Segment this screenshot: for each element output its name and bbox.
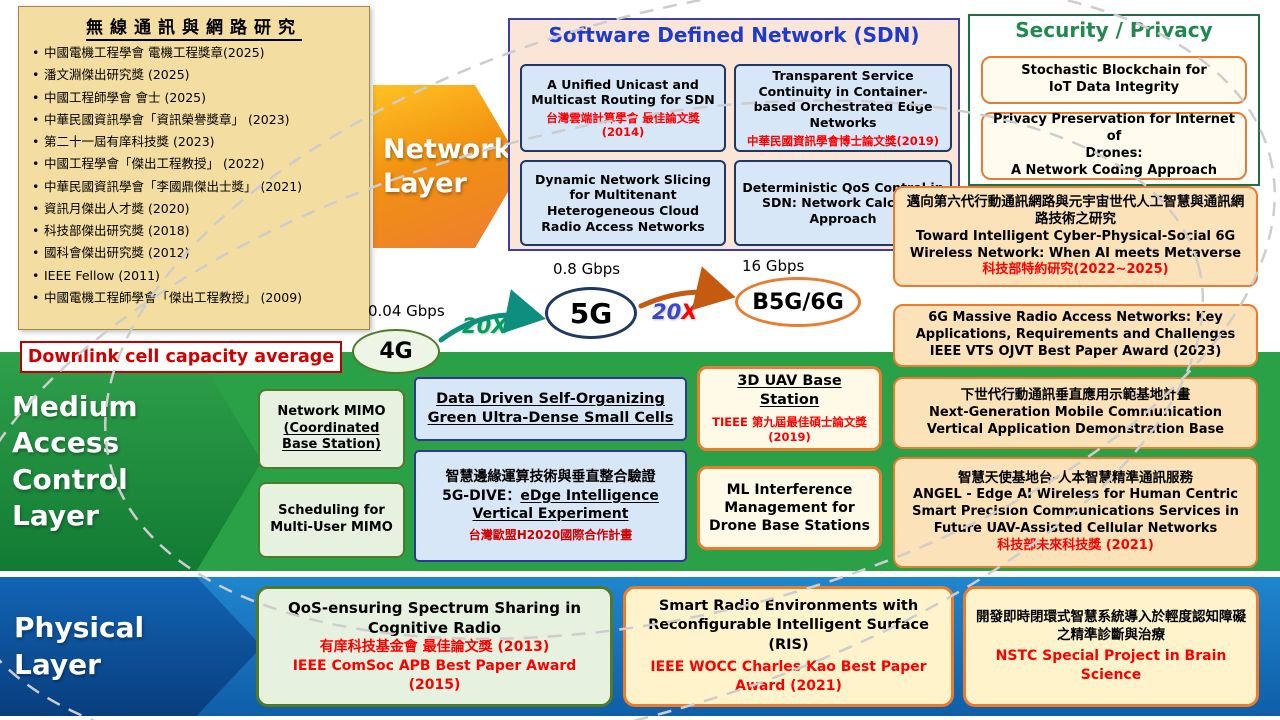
project-title-zh: 下世代行動通訊垂直應用示範基地計畫 xyxy=(960,387,1191,404)
project-title-en: 6G Massive Radio Access Networks: Key Ap… xyxy=(915,310,1236,343)
award-item: 第二十一屆有庠科技獎 (2023) xyxy=(29,131,359,154)
security-box-line: Drones: xyxy=(1085,146,1143,161)
physical-layer-label-line1: Physical xyxy=(14,611,145,645)
box-title-zh: 開發即時閉環式智慧系統導入於輕度認知障礙之精準診斷與治療 xyxy=(976,608,1246,644)
security-box-blockchain: Stochastic Blockchain for IoT Data Integ… xyxy=(981,56,1247,104)
box-brain-science: 開發即時閉環式智慧系統導入於輕度認知障礙之精準診斷與治療 NSTC Specia… xyxy=(963,586,1259,707)
downlink-capacity-caption: Downlink cell capacity average xyxy=(20,341,342,373)
mac-layer-label-line3: Control xyxy=(12,462,128,496)
box-line: Network MIMO xyxy=(277,403,386,419)
speed-label-b5g6g: 16 Gbps xyxy=(742,257,805,275)
sdn-box-title: A Unified Unicast and Multicast Routing … xyxy=(531,76,715,108)
box-line: Scheduling for Multi-User MIMO xyxy=(270,503,393,535)
box-edge-intelligence-5g-dive: 智慧邊緣運算技術與垂直整合驗證 5G-DIVE：eDge Intelligenc… xyxy=(414,450,687,562)
security-box-line: Stochastic Blockchain for xyxy=(1021,63,1207,79)
sdn-box-title: Transparent Service Continuity in Contai… xyxy=(753,68,933,130)
multiplier-x: X xyxy=(681,300,698,324)
box-3d-uav-base-station: 3D UAV Base Station TIEEE 第九屆最佳碩士論文獎 (20… xyxy=(697,366,882,451)
bubble-4g: 4G xyxy=(352,329,440,374)
box-data-driven-small-cells: Data Driven Self-Organizing Green Ultra-… xyxy=(414,377,687,441)
project-award: 科技部未來科技獎 (2021) xyxy=(997,538,1154,554)
sdn-box-title: Dynamic Network Slicing for Multitenant … xyxy=(535,171,711,234)
bubble-b5g6g: B5G/6G xyxy=(735,277,861,327)
project-box-vertical-demo-base: 下世代行動通訊垂直應用示範基地計畫 Next-Generation Mobile… xyxy=(893,377,1258,449)
award-item: 中國電機工程師學會「傑出工程教授」 (2009) xyxy=(29,287,359,310)
sdn-box-network-slicing: Dynamic Network Slicing for Multitenant … xyxy=(520,160,726,246)
speed-label-5g: 0.8 Gbps xyxy=(553,260,621,278)
award-item: 中華民國資訊學會「資訊榮譽獎章」 (2023) xyxy=(29,109,359,132)
awards-panel-title: 無線通訊與網路研究 xyxy=(29,13,359,41)
network-layer-arrow: Network Layer xyxy=(373,85,523,248)
security-box-line: IoT Data Integrity xyxy=(1048,80,1180,95)
project-title-en: Next-Generation Mobile Communication Ver… xyxy=(926,404,1225,437)
award-item: IEEE Fellow (2011) xyxy=(29,265,359,288)
awards-panel: 無線通訊與網路研究 中國電機工程學會 電機工程獎章(2025) 潘文淵傑出研究獎… xyxy=(18,6,370,330)
box-award: TIEEE 第九屆最佳碩士論文獎 (2019) xyxy=(712,414,867,444)
box-line-underlined: (Coordinated Base Station) xyxy=(282,420,381,453)
box-qos-spectrum-sharing: QoS-ensuring Spectrum Sharing in Cogniti… xyxy=(256,586,613,707)
box-ml-interference-drone: ML Interference Management for Drone Bas… xyxy=(697,466,882,550)
mac-layer-label-line2: Access xyxy=(12,426,120,460)
physical-layer-label-line2: Layer xyxy=(14,647,101,681)
box-scheduling-mu-mimo: Scheduling for Multi-User MIMO xyxy=(258,482,405,558)
multiplier-num: 20 xyxy=(652,300,682,324)
award-item: 科技部傑出研究獎 (2018) xyxy=(29,220,359,243)
security-panel-title: Security / Privacy xyxy=(1015,18,1213,42)
security-box-privacy-drones: Privacy Preservation for Internet of Dro… xyxy=(981,112,1247,180)
project-award: 科技部特約研究(2022~2025) xyxy=(982,262,1169,278)
award-item: 中華民國資訊學會「李國鼎傑出士獎」 (2021) xyxy=(29,176,359,199)
box-title-zh: 智慧邊緣運算技術與垂直整合驗證 xyxy=(445,469,656,486)
award-item: 潘文淵傑出研究獎 (2025) xyxy=(29,64,359,87)
awards-panel-title-text: 無線通訊與網路研究 xyxy=(86,18,302,41)
box-smart-radio-ris: Smart Radio Environments with Reconfigur… xyxy=(623,586,954,707)
box-network-mimo: Network MIMO (Coordinated Base Station) xyxy=(258,389,405,469)
box-award: IEEE ComSoc APB Best Paper Award (2015) xyxy=(292,658,577,694)
award-item: 國科會傑出研究獎 (2012) xyxy=(29,242,359,265)
box-title-underlined: Data Driven Self-Organizing Green Ultra-… xyxy=(427,391,674,426)
awards-list: 中國電機工程學會 電機工程獎章(2025) 潘文淵傑出研究獎 (2025) 中國… xyxy=(29,42,359,309)
box-award: IEEE WOCC Charles Kao Best Paper Award (… xyxy=(650,659,927,695)
box-title: QoS-ensuring Spectrum Sharing in Cogniti… xyxy=(287,598,582,638)
project-box-angel-uav: 智慧天使基地台-人本智慧精準通訊服務 ANGEL - Edge AI Wirel… xyxy=(893,457,1258,568)
sdn-panel-title: Software Defined Network (SDN) xyxy=(548,23,920,47)
award-item: 資訊月傑出人才獎 (2020) xyxy=(29,198,359,221)
security-privacy-panel: Security / Privacy Stochastic Blockchain… xyxy=(968,14,1260,186)
award-item: 中國工程學會「傑出工程教授」 (2022) xyxy=(29,153,359,176)
multiplier-20x-first: 20X xyxy=(462,314,508,338)
box-title: Smart Radio Environments with Reconfigur… xyxy=(648,597,929,653)
award-item: 中國工程師學會 會士 (2025) xyxy=(29,87,359,110)
box-award: NSTC Special Project in Brain Science xyxy=(995,648,1227,684)
project-box-6g-metaverse: 邁向第六代行動通訊網路與元宇宙世代人工智慧與通訊網路技術之研究 Toward I… xyxy=(893,186,1258,287)
bubble-5g: 5G xyxy=(545,287,637,339)
sdn-box-award: 中華民國資訊學會博士論文獎(2019) xyxy=(746,133,940,148)
sdn-box-award: 台灣雲端計算學會 最佳論文獎(2014) xyxy=(546,110,700,140)
network-layer-label-line2: Layer xyxy=(383,167,467,199)
sdn-box-service-continuity: Transparent Service Continuity in Contai… xyxy=(734,64,952,152)
box-award: 有庠科技基金會 最佳論文獎 (2013) xyxy=(319,639,550,656)
project-box-6g-massive-ran: 6G Massive Radio Access Networks: Key Ap… xyxy=(893,304,1258,367)
project-title-zh: 邁向第六代行動通訊網路與元宇宙世代人工智慧與通訊網路技術之研究 xyxy=(906,193,1245,228)
box-title: ML Interference Management for Drone Bas… xyxy=(709,481,870,535)
box-title-underlined: 3D UAV Base Station xyxy=(737,373,842,409)
project-title-zh: 智慧天使基地台-人本智慧精準通訊服務 xyxy=(957,469,1194,486)
sdn-box-unified-routing: A Unified Unicast and Multicast Routing … xyxy=(520,64,726,152)
security-box-line: Privacy Preservation for Internet of xyxy=(992,112,1236,145)
box-title-en: 5G-DIVE：eDge Intelligence Vertical Exper… xyxy=(422,487,679,523)
network-layer-label-line1: Network xyxy=(383,133,512,165)
box-award: 台灣歐盟H2020國際合作計畫 xyxy=(468,527,633,542)
project-title-en: Toward Intelligent Cyber-Physical-Social… xyxy=(909,228,1242,261)
project-title-en: ANGEL - Edge AI Wireless for Human Centr… xyxy=(912,487,1239,537)
5g-dive-prefix: 5G-DIVE： xyxy=(442,487,521,504)
award-item: 中國電機工程學會 電機工程獎章(2025) xyxy=(29,42,359,65)
speed-label-4g: 0.04 Gbps xyxy=(368,302,445,320)
multiplier-20x-second: 20X xyxy=(652,300,697,324)
security-box-line: A Network Coding Approach xyxy=(1010,162,1218,178)
project-award-black: IEEE VTS OJVT Best Paper Award (2023) xyxy=(929,343,1222,359)
